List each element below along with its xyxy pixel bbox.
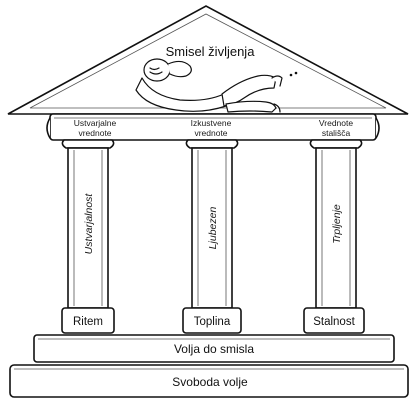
upper-step <box>33 334 395 363</box>
column-right-shaft-label: Trpljenje <box>331 204 343 244</box>
architrave-label-creative-values-line1: Ustvarjalne <box>74 118 117 128</box>
architrave-label-creative-values-line2: vrednote <box>78 128 111 138</box>
column-right-base-label: Stalnost <box>313 316 355 328</box>
architrave-label-attitudinal-values-line1: Vrednote <box>319 118 353 128</box>
column-middle-base-label: Toplina <box>194 316 231 328</box>
roof-title: Smisel življenja <box>166 44 256 59</box>
column-middle <box>182 139 242 334</box>
architrave-label-experiential-values-line1: Izkustvene <box>191 118 232 128</box>
lower-step <box>9 364 409 398</box>
column-left-base-label: Ritem <box>73 316 103 328</box>
column-left-shaft-label: Ustvarjalnost <box>83 193 95 255</box>
lower-step-label: Svoboda volje <box>172 375 248 389</box>
column-left <box>61 139 115 334</box>
roof-pediment <box>7 5 409 115</box>
upper-step-label: Volja do smisla <box>174 342 254 356</box>
architrave-label-experiential-values-line2: vrednote <box>194 128 227 138</box>
reclining-person-illustration <box>135 58 298 113</box>
architrave-label-attitudinal-values-line2: stališča <box>322 128 351 138</box>
column-middle-shaft-label: Ljubezen <box>207 207 219 250</box>
column-right <box>303 139 365 334</box>
